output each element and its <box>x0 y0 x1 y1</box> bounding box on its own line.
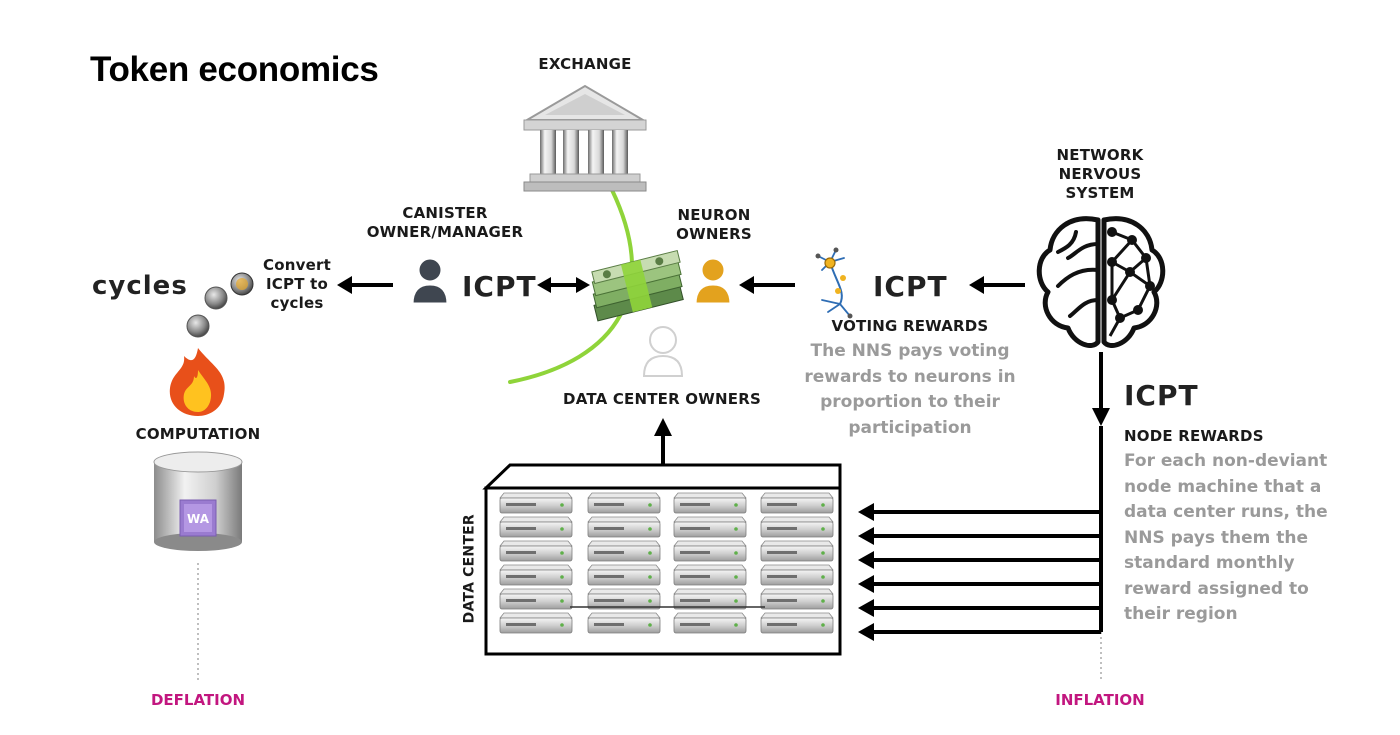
nns-label-line1: NETWORK <box>1056 146 1144 164</box>
exchange-label: EXCHANGE <box>538 55 632 73</box>
convert-label: Convert ICPT to cycles <box>258 256 336 312</box>
nns-label-line2: NERVOUS <box>1058 164 1142 183</box>
data-center-label: DATA CENTER <box>461 514 478 624</box>
deflation-label: DEFLATION <box>150 691 246 709</box>
node-rewards-bus <box>858 426 1103 641</box>
neuron-cell-icon <box>815 247 853 319</box>
convert-label-line1: Convert <box>263 256 331 274</box>
neuron-owner-icon <box>693 256 733 306</box>
icpt-canister-label: ICPT <box>462 270 537 303</box>
voting-desc-line4: participation <box>848 417 972 438</box>
server-icon <box>499 564 573 586</box>
node-rewards-heading: NODE REWARDS <box>1124 427 1264 445</box>
node-reward-arrow <box>858 623 1101 641</box>
nns-label-line3: SYSTEM <box>1065 183 1135 202</box>
voting-desc-line3: proportion to their <box>820 392 1000 412</box>
server-icon <box>673 564 747 586</box>
server-icon <box>673 588 747 610</box>
node-rewards-description: For each non-deviant node machine that a… <box>1124 449 1344 628</box>
neuron-owners-label: NEURON OWNERS <box>660 206 768 244</box>
server-icon <box>499 540 573 562</box>
node-reward-arrow <box>858 575 1101 593</box>
server-icon <box>673 516 747 538</box>
exchange-building-icon <box>523 84 647 192</box>
server-icon <box>760 564 834 586</box>
wasm-canister-icon <box>153 451 243 551</box>
nns-down-arrow <box>1092 352 1110 426</box>
voting-rewards-heading: VOTING REWARDS <box>831 317 989 335</box>
node-desc-line5: standard monthly <box>1124 553 1295 573</box>
server-icon <box>760 540 834 562</box>
node-desc-line2: node machine that a <box>1124 476 1322 497</box>
node-reward-arrow <box>858 527 1101 545</box>
voting-to-neuron-arrow <box>739 276 795 294</box>
coin-icon <box>186 272 254 338</box>
computation-label: COMPUTATION <box>135 425 261 443</box>
wasm-badge-label: WA <box>187 512 209 526</box>
nns-to-voting-arrow <box>969 276 1025 294</box>
neuron-owners-label-line1: NEURON <box>677 206 751 224</box>
data-center-owners-label: DATA CENTER OWNERS <box>563 390 761 408</box>
node-reward-arrow <box>858 599 1101 617</box>
data-center-box <box>482 463 842 656</box>
nns-label: NETWORK NERVOUS SYSTEM <box>1040 146 1160 202</box>
brain-icon <box>1036 216 1166 348</box>
server-icon <box>673 540 747 562</box>
server-icon <box>587 564 661 586</box>
node-reward-arrow <box>858 551 1101 569</box>
canister-owner-icon <box>410 256 450 306</box>
convert-arrow <box>337 276 393 294</box>
node-desc-line4: NNS pays them the <box>1124 527 1309 548</box>
money-stack-icon <box>591 249 684 322</box>
server-icon <box>587 516 661 538</box>
server-icon <box>499 588 573 610</box>
node-reward-arrow <box>858 503 1101 521</box>
server-icon <box>760 588 834 610</box>
convert-label-line3: cycles <box>270 293 324 312</box>
voting-desc-line1: The NNS pays voting <box>810 341 1010 361</box>
canister-owner-label-line1: CANISTER <box>402 204 488 222</box>
icpt-node-label: ICPT <box>1124 379 1199 412</box>
server-icon <box>760 612 834 634</box>
server-rack <box>499 492 834 634</box>
flame-icon <box>169 348 225 416</box>
node-desc-line7: their region <box>1124 604 1238 624</box>
server-icon <box>760 516 834 538</box>
voting-desc-line2: rewards to neurons in <box>804 366 1016 387</box>
data-center-owner-icon <box>642 326 684 377</box>
data-center-up-arrow <box>654 418 672 464</box>
icpt-voting-label: ICPT <box>873 270 948 303</box>
inflation-label: INFLATION <box>1055 691 1145 709</box>
canister-owner-label: CANISTER OWNER/MANAGER <box>360 204 530 242</box>
server-icon <box>499 516 573 538</box>
exchange-double-arrow <box>537 277 590 293</box>
voting-rewards-description: The NNS pays voting rewards to neurons i… <box>800 339 1020 441</box>
node-desc-line6: reward assigned to <box>1124 578 1309 599</box>
node-desc-line3: data center runs, the <box>1124 502 1328 522</box>
server-icon <box>673 492 747 514</box>
server-icon <box>587 612 661 634</box>
server-icon <box>587 492 661 514</box>
server-icon <box>499 492 573 514</box>
node-desc-line1: For each non-deviant <box>1124 451 1328 471</box>
server-icon <box>587 540 661 562</box>
server-icon <box>673 612 747 634</box>
server-icon <box>587 588 661 610</box>
neuron-owners-label-line2: OWNERS <box>676 224 752 243</box>
page-title: Token economics <box>90 50 379 89</box>
cycles-label: cycles <box>92 271 188 301</box>
convert-label-line2: ICPT to <box>266 274 328 293</box>
server-icon <box>499 612 573 634</box>
server-icon <box>760 492 834 514</box>
canister-owner-label-line2: OWNER/MANAGER <box>366 222 524 241</box>
